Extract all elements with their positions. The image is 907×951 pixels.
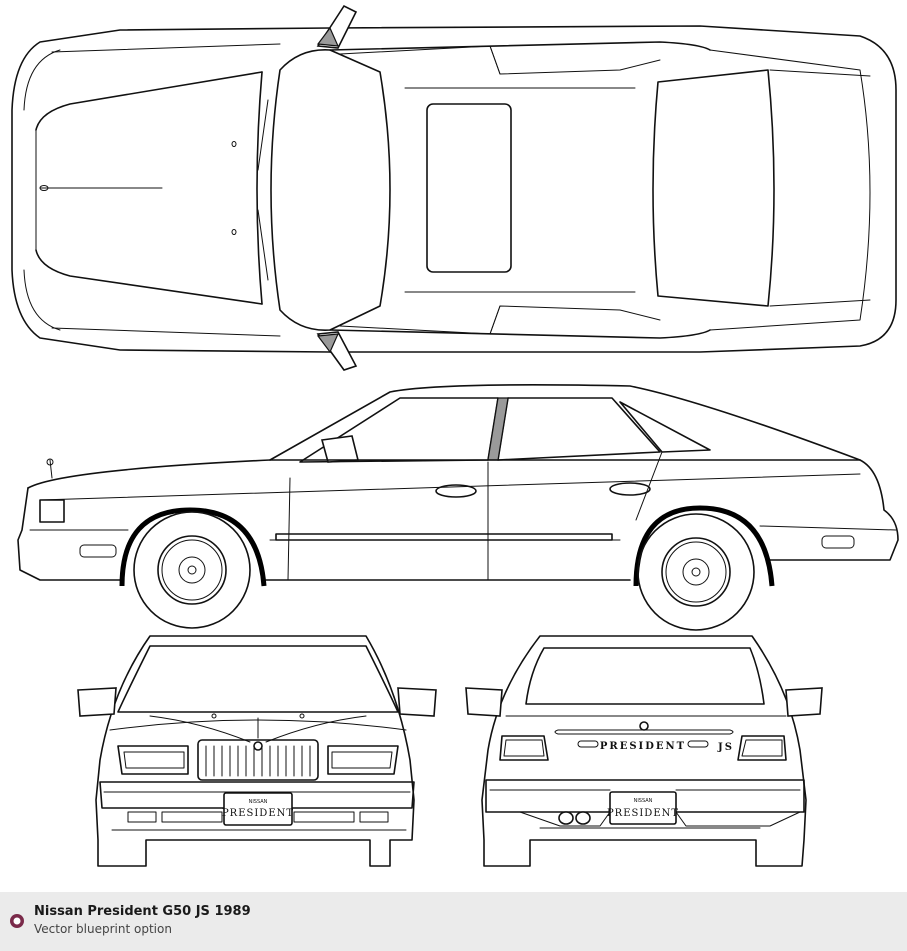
blueprint-svg: NISSAN PRESIDENT PRESIDENT JS NISS (11, 4, 899, 867)
front-plate-brand: NISSAN (249, 799, 268, 805)
circle-bullet-icon (10, 914, 24, 928)
caption-subtitle: Vector blueprint option (34, 922, 172, 936)
rear-plate-model: PRESIDENT (607, 808, 679, 819)
blueprint-drawing: NISSAN PRESIDENT PRESIDENT JS NISS (11, 4, 899, 867)
rear-plate-brand: NISSAN (634, 798, 653, 804)
caption-bar (0, 892, 907, 951)
rear-badge: PRESIDENT (600, 741, 686, 752)
top-view (11, 4, 897, 371)
rear-badge-trim: JS (717, 742, 734, 753)
caption-title: Nissan President G50 JS 1989 (34, 904, 251, 919)
front-view: NISSAN PRESIDENT (77, 635, 437, 867)
front-plate-model: PRESIDENT (222, 808, 294, 819)
rear-view: PRESIDENT JS NISSAN PRESIDENT (465, 635, 823, 867)
side-view (17, 384, 899, 631)
